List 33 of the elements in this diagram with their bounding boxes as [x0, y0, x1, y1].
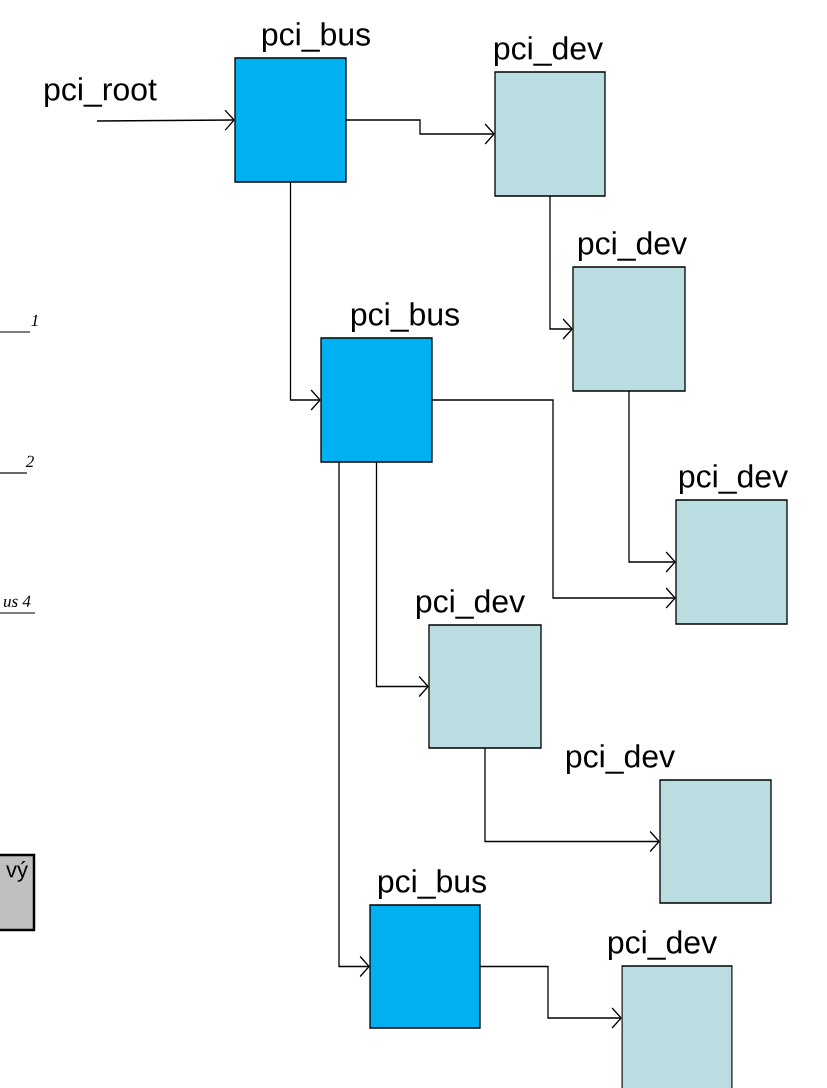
- root-label: pci_root: [45, 77, 157, 107]
- bus-box: pci_bus: [369, 869, 486, 1029]
- arrow: [96, 109, 235, 131]
- arrow: [549, 195, 573, 340]
- arrow: [338, 461, 370, 978]
- node-label: pci_dev: [578, 231, 688, 261]
- arrow: [479, 965, 622, 1029]
- node-label: pci_bus: [262, 22, 370, 53]
- arrow: [628, 390, 676, 573]
- arrow: [345, 119, 495, 145]
- bus-box: pci_bus: [234, 22, 370, 183]
- arrow: [484, 747, 660, 853]
- node-label: pci_dev: [494, 36, 604, 67]
- device-box: pci_dev: [494, 36, 606, 197]
- underlined-label: 2: [0, 455, 34, 474]
- arrow: [289, 181, 321, 411]
- bus-box: pci_bus: [320, 302, 459, 463]
- underlined-label: us 4: [0, 595, 36, 614]
- device-box: pci_dev: [572, 231, 687, 392]
- device-box: pci_dev: [566, 744, 772, 904]
- arrow: [375, 461, 429, 698]
- node-label: pci_dev: [679, 464, 789, 494]
- device-box: pci_dev: [416, 589, 542, 749]
- node-label: pci_dev: [608, 930, 718, 960]
- underlined-label: 1: [0, 314, 38, 333]
- node-label: pci_bus: [378, 869, 486, 899]
- button-box: vý: [0, 853, 36, 932]
- device-box: pci_dev: [608, 930, 733, 1088]
- arrow: [431, 399, 676, 609]
- node-label: pci_dev: [566, 744, 676, 774]
- node-label: pci_bus: [351, 302, 459, 332]
- node-label: pci_dev: [416, 589, 526, 619]
- device-box: pci_dev: [675, 464, 788, 625]
